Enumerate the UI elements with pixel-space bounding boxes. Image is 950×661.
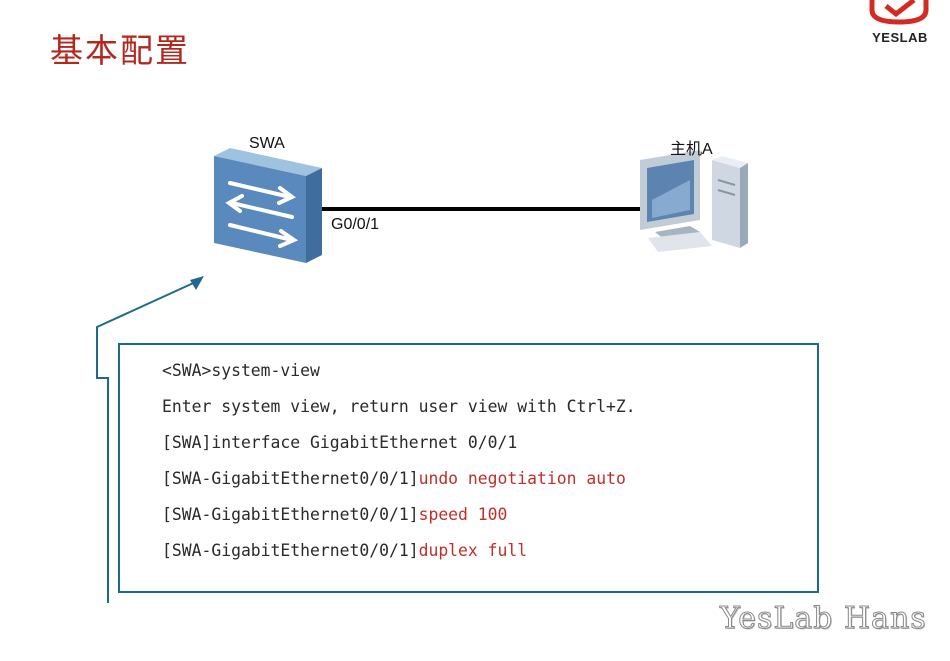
cli-command: duplex full (418, 541, 528, 560)
cli-prompt: [SWA-GigabitEthernet0/0/1] (162, 541, 419, 560)
cli-prompt: [SWA-GigabitEthernet0/0/1] (162, 469, 419, 488)
cli-prompt: [SWA]interface GigabitEthernet 0/0/1 (162, 433, 518, 452)
switch-icon (214, 148, 322, 263)
watermark-text: YesLab Hans (720, 601, 927, 637)
cli-command: undo negotiation auto (418, 469, 626, 488)
cli-line: [SWA]interface GigabitEthernet 0/0/1 (162, 433, 517, 452)
callout-connector (96, 279, 201, 603)
switch-label: SWA (249, 135, 285, 152)
host-computer-icon (640, 150, 748, 252)
cli-prompt: <SWA>system-view (162, 361, 320, 380)
host-label: 主机A (670, 141, 713, 158)
cli-command: speed 100 (418, 505, 508, 524)
cli-line: [SWA-GigabitEthernet0/0/1]speed 100 (162, 505, 507, 524)
cli-line: [SWA-GigabitEthernet0/0/1]undo negotiati… (162, 469, 626, 488)
cli-prompt: [SWA-GigabitEthernet0/0/1] (162, 505, 419, 524)
slide-title: 基本配置 (50, 31, 190, 70)
cli-line: Enter system view, return user view with… (162, 397, 636, 416)
port-label: G0/0/1 (331, 216, 380, 233)
cli-prompt: Enter system view, return user view with… (162, 397, 636, 416)
callout-arrow-icon (190, 276, 204, 290)
yeslab-logo-icon (869, 0, 929, 25)
logo-text: YESLAB (872, 30, 928, 45)
cli-output-box: <SWA>system-view Enter system view, retu… (118, 343, 819, 593)
cli-line: <SWA>system-view (162, 361, 320, 380)
cli-line: [SWA-GigabitEthernet0/0/1]duplex full (162, 541, 527, 560)
